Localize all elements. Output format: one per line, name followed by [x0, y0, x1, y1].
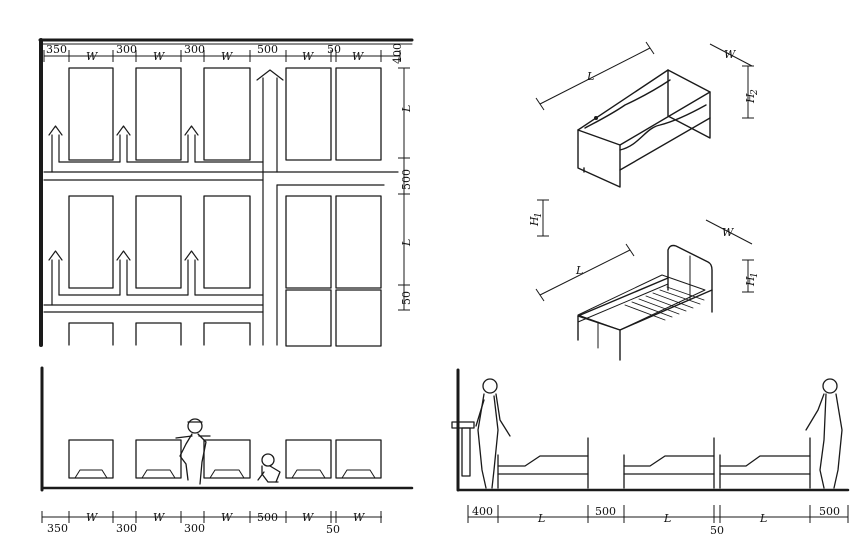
top-dim-label-2: 300	[116, 43, 137, 56]
beds-row-4	[68, 322, 251, 346]
elev-left-dim-9: W	[353, 511, 366, 524]
elev-right-dim-5: L	[759, 512, 767, 525]
bed-plan	[285, 67, 332, 161]
right-dimension-ticks	[398, 67, 410, 311]
top-dimension-labels: 350 W 300 W 300 W 500 W 50 W 400	[46, 43, 404, 64]
top-dim-label-4: 300	[184, 43, 205, 56]
elev-left-dim-8: 50	[326, 523, 340, 536]
arrow-up-icon	[184, 250, 199, 261]
walkways	[43, 77, 399, 346]
bed-H-left-label: H	[528, 216, 541, 227]
standing-child-figure	[175, 418, 211, 485]
elev-left-dim-5: W	[221, 511, 234, 524]
crib-isometric: L W H 2	[535, 41, 760, 188]
top-dim-label-0: 350	[46, 43, 67, 56]
bed-H-subscript: 1	[750, 272, 760, 278]
elev-left-dim-3: W	[153, 511, 166, 524]
crib-dot	[594, 116, 598, 120]
elev-right-dim-0: 400	[472, 505, 493, 518]
beds-row-1	[68, 67, 382, 161]
arrow-up-icon	[116, 250, 131, 261]
bed-plan	[135, 195, 182, 289]
right-dim-label-3: 50	[400, 291, 413, 305]
bed-plan	[68, 67, 114, 161]
elev-left-dim-1: W	[86, 511, 99, 524]
elev-left-dim-0: 350	[47, 522, 68, 535]
bed-L-label: L	[575, 264, 583, 277]
crouching-child-figure	[257, 453, 281, 483]
elevation-children: 350 W 300 W 300 W 500 W 50 W	[40, 366, 414, 536]
bed-plan	[285, 289, 332, 347]
bed-plan	[285, 195, 332, 289]
bed-plan	[68, 195, 114, 289]
bed-W-label: W	[722, 226, 735, 239]
bed-W-dim	[705, 219, 753, 245]
top-dim-label-10: 400	[391, 43, 404, 64]
elevation-beds	[68, 439, 382, 479]
top-dim-label-6: 500	[257, 43, 278, 56]
elevation-right-beds	[497, 437, 811, 489]
right-dim-label-0: L	[400, 105, 413, 113]
elev-right-dim-3: L	[663, 512, 671, 525]
beds-row-2	[68, 195, 382, 289]
elev-right-dim-2: 500	[595, 505, 616, 518]
elev-left-dim-7: W	[302, 511, 315, 524]
crib-L-label: L	[586, 70, 594, 83]
crib-H-subscript: 2	[750, 89, 760, 96]
arrow-up-icon	[48, 125, 63, 136]
arrow-up-icon	[48, 250, 63, 261]
adult-figure-left	[475, 378, 511, 489]
arrow-up-icon	[116, 125, 131, 136]
crib-W-label: W	[724, 48, 737, 61]
top-dim-label-8: 50	[327, 43, 341, 56]
bed-isometric: L W H 1 H 1	[528, 199, 760, 361]
top-dimension-ticks	[43, 50, 401, 62]
bed-plan	[135, 67, 182, 161]
elev-left-dim-6: 500	[257, 511, 278, 524]
top-dim-label-5: W	[221, 50, 234, 63]
bed-H-left-subscript: 1	[534, 212, 544, 218]
bed-H-label: H	[744, 276, 757, 287]
top-dim-label-9: W	[352, 50, 365, 63]
elev-left-dim-2: 300	[116, 522, 137, 535]
top-dim-label-3: W	[153, 50, 166, 63]
wall-cabinet	[451, 421, 475, 477]
crib-L-dim	[539, 47, 651, 105]
elevation-adults: 400 L 500 L 50 L 500	[451, 368, 850, 537]
bed-plan	[203, 67, 251, 161]
arrow-up-icon	[184, 125, 199, 136]
elev-left-dim-4: 300	[184, 522, 205, 535]
elev-left-ticks	[41, 511, 382, 523]
crib-W-dim	[709, 43, 753, 67]
bed-plan	[335, 289, 382, 347]
elev-right-dim-4: 50	[710, 524, 724, 537]
right-dimension-labels: L 500 L 50	[400, 105, 413, 305]
bed-plan	[203, 195, 251, 289]
arrow-up-icon	[256, 69, 284, 81]
elev-right-ticks	[467, 505, 849, 523]
circulation-arrows	[48, 69, 284, 261]
elev-right-dim-1: L	[537, 512, 545, 525]
adult-figure-right	[805, 378, 843, 489]
top-dim-label-7: W	[302, 50, 315, 63]
bed-plan	[335, 67, 382, 161]
beds-row-3	[285, 289, 382, 347]
elev-right-dim-6: 500	[819, 505, 840, 518]
right-dim-label-2: L	[400, 239, 413, 247]
crib-H-label: H	[744, 93, 757, 104]
right-dim-label-1: 500	[400, 169, 413, 190]
bed-plan	[335, 195, 382, 289]
dormitory-plan: 350 W 300 W 300 W 500 W 50 W 400 L 500 L…	[38, 38, 414, 347]
bed-L-dim	[539, 249, 631, 296]
top-dim-label-1: W	[86, 50, 99, 63]
